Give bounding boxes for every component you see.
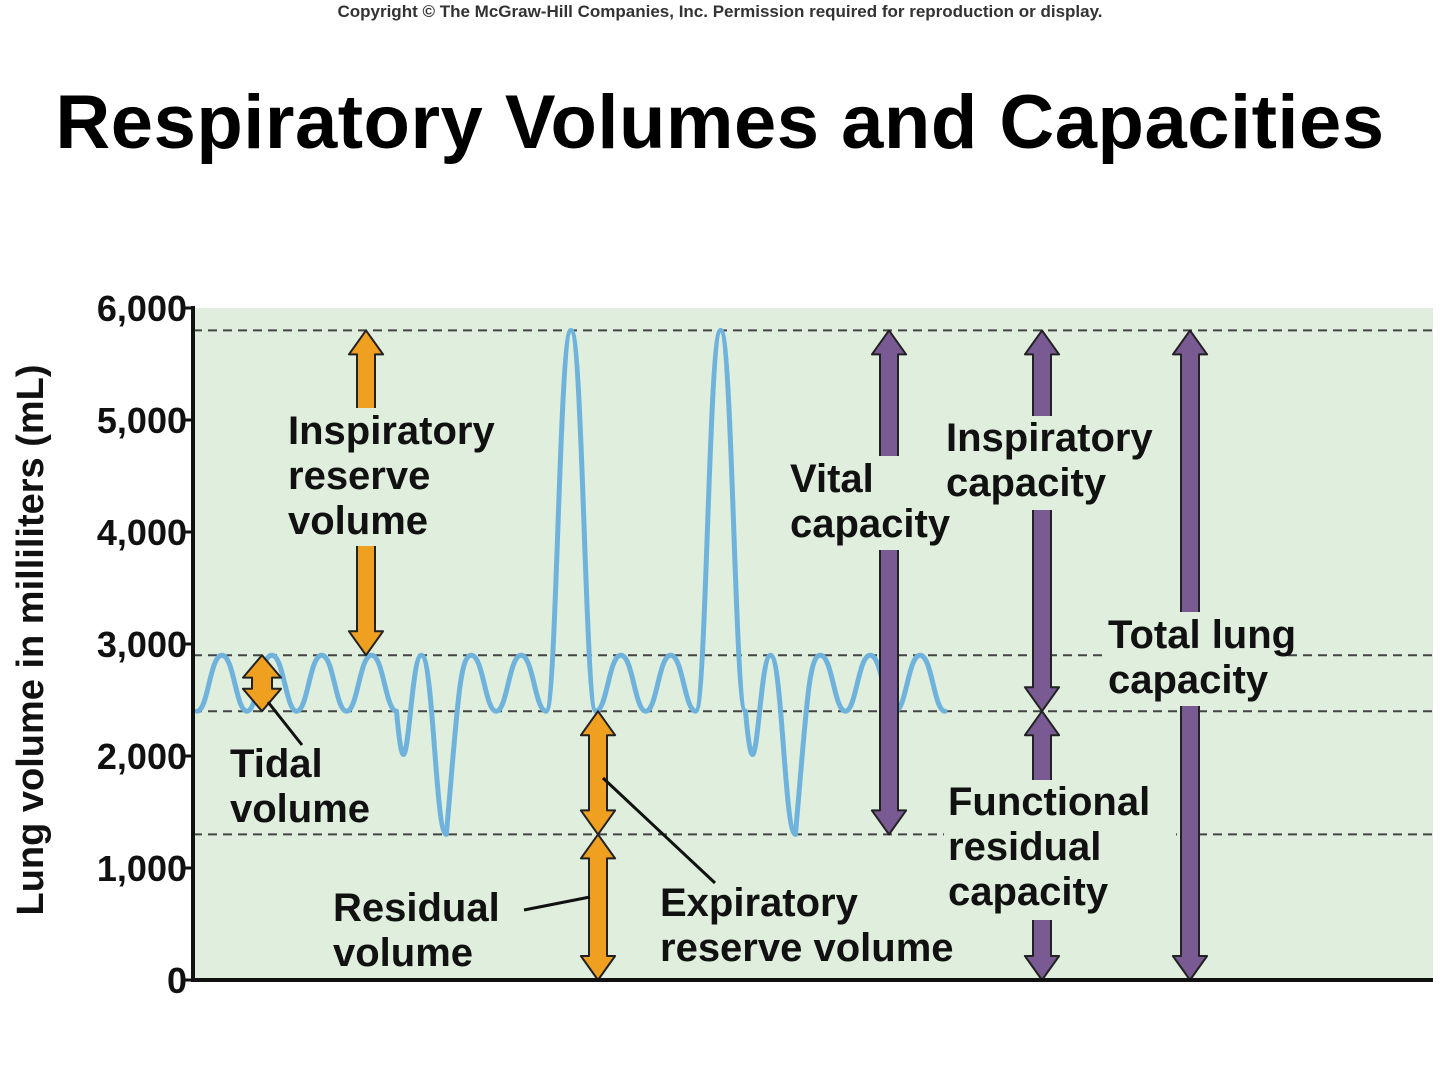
y-tick-label: 5,000	[97, 400, 187, 441]
expiratory-reserve-volume-label-line: Expiratory	[660, 881, 859, 925]
y-axis-label: Lung volume in milliliters (mL)	[10, 364, 52, 915]
total-lung-capacity-label-line: capacity	[1108, 658, 1269, 702]
vital-capacity-label-line: Vital	[790, 457, 874, 501]
functional-residual-capacity-label-line: capacity	[948, 870, 1109, 914]
vital-capacity-label-line: capacity	[790, 502, 951, 546]
y-axis: 0 1,000 2,000 3,000 4,000 5,000 6,000	[97, 288, 1433, 1001]
tidal-volume-label-line: volume	[230, 787, 370, 831]
label-background	[284, 408, 516, 546]
residual-volume-leader	[523, 895, 591, 912]
spirogram-trace	[194, 327, 948, 837]
residual-volume-label-line: Residual	[333, 886, 500, 930]
reference-lines	[193, 329, 1433, 836]
y-tick-label: 2,000	[97, 736, 187, 777]
tidal-volume-leader	[266, 701, 304, 746]
y-tick-label: 6,000	[97, 288, 187, 329]
leader-lines	[266, 701, 717, 912]
y-tick-label: 0	[167, 960, 187, 1001]
inspiratory-capacity-label-line: capacity	[946, 461, 1107, 505]
expiratory-reserve-volume-label-line: reserve volume	[660, 926, 954, 970]
inspiratory-reserve-volume-label-line: reserve	[288, 454, 430, 498]
copyright-notice: Copyright © The McGraw-Hill Companies, I…	[337, 2, 1103, 21]
functional-residual-capacity-label-line: residual	[948, 825, 1101, 869]
inspiratory-capacity-label-line: Inspiratory	[946, 416, 1153, 460]
y-tick-label: 1,000	[97, 848, 187, 889]
tidal-volume-arrow	[242, 654, 282, 713]
label-background	[786, 456, 968, 550]
functional-residual-capacity-label-line: Functional	[948, 780, 1150, 824]
tidal-volume-label-line: Tidal	[230, 742, 323, 786]
y-tick-label: 3,000	[97, 624, 187, 665]
label-background	[944, 780, 1176, 920]
inspiratory-reserve-volume-label-line: volume	[288, 499, 428, 543]
label-background	[1104, 612, 1286, 706]
inspiratory-reserve-volume-label-line: Inspiratory	[288, 409, 495, 453]
page-title: Respiratory Volumes and Capacities	[55, 80, 1385, 165]
total-lung-capacity-label-line: Total lung	[1108, 613, 1296, 657]
label-background	[942, 416, 1178, 510]
y-tick-label: 4,000	[97, 512, 187, 553]
expiratory-reserve-leader	[601, 776, 717, 885]
residual-volume-label-line: volume	[333, 931, 473, 975]
